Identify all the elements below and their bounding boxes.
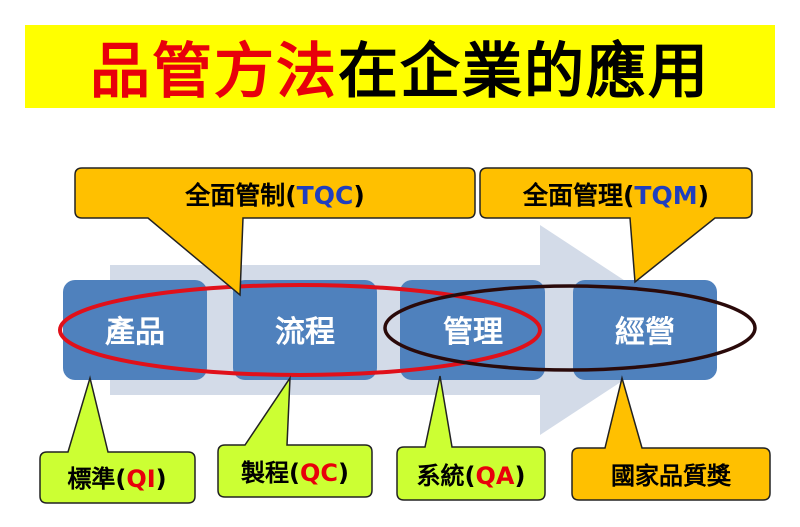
callout-abbr: QI: [126, 465, 155, 493]
paren: ): [698, 181, 709, 210]
callout-text: 全面管制: [184, 181, 285, 210]
paren: (: [623, 181, 634, 210]
callout-tqc: 全面管制(TQC): [74, 167, 476, 297]
title-part-2: 在企業的應用: [338, 37, 710, 107]
paren: (: [285, 181, 296, 210]
title-banner: 品管方法在企業的應用: [25, 25, 775, 108]
stage-label: 產品: [105, 315, 165, 350]
svg-text:系統(QA): 系統(QA): [417, 462, 526, 490]
callout-qa: 系統(QA): [396, 375, 546, 501]
tqm-scope-ellipse: [383, 284, 757, 372]
stage-process: 流程: [233, 280, 377, 380]
tqc-scope-ellipse: [58, 283, 542, 377]
paren: ): [338, 459, 349, 487]
callout-abbr: QC: [300, 459, 338, 487]
callout-text: 系統: [417, 462, 465, 490]
callout-abbr: TQM: [634, 181, 697, 210]
svg-text:全面管理(TQM): 全面管理(TQM): [522, 181, 709, 210]
paren: (: [115, 465, 126, 493]
svg-text:全面管制(TQC): 全面管制(TQC): [184, 181, 365, 210]
callout-qc: 製程(QC): [217, 375, 373, 498]
callout-abbr: TQC: [297, 181, 354, 210]
stage-management: 管理: [400, 280, 545, 380]
paren: ): [514, 462, 525, 490]
title-part-1: 品管方法: [90, 37, 338, 107]
stage-product: 產品: [63, 280, 207, 380]
callout-tqm: 全面管理(TQM): [479, 167, 753, 284]
callout-text: 全面管理: [522, 181, 623, 210]
svg-text:標準(QI): 標準(QI): [67, 465, 166, 493]
paren: (: [465, 462, 476, 490]
stage-label: 流程: [275, 315, 335, 350]
callout-abbr: QA: [476, 462, 515, 490]
callout-qi: 標準(QI): [39, 375, 196, 504]
callout-text: 標準: [67, 465, 115, 493]
paren: (: [289, 459, 300, 487]
svg-text:製程(QC): 製程(QC): [241, 459, 349, 487]
stage-business: 經營: [573, 280, 717, 380]
callout-national-quality-award: 國家品質獎: [571, 375, 771, 501]
paren: ): [156, 465, 167, 493]
paren: ): [353, 181, 364, 210]
stage-label: 管理: [443, 315, 503, 350]
callout-text: 國家品質獎: [611, 462, 732, 490]
stage-label: 經營: [615, 315, 675, 350]
callout-text: 製程: [241, 459, 289, 487]
